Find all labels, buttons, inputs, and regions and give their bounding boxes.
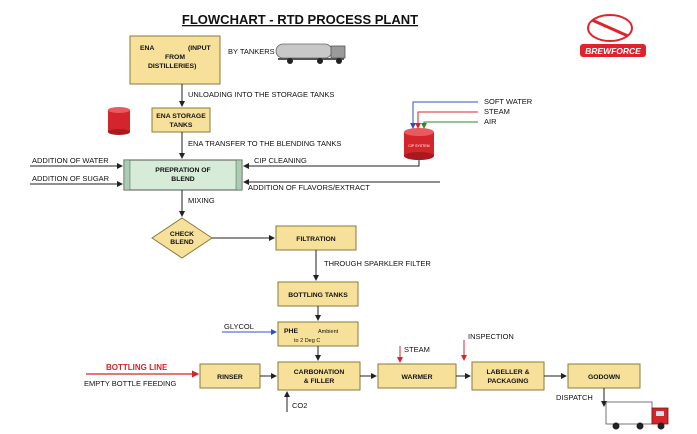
ena-storage-box (151, 107, 211, 133)
cip-cleaning-label: CIP CLEANING (254, 156, 307, 165)
phe-name: PHE (284, 328, 298, 335)
bottling-tanks-label: BOTTLING TANKS (288, 292, 348, 299)
logo-text: BREWFORCE (585, 46, 641, 56)
cip-tank-label: CIP SYSTEM (408, 144, 429, 148)
mixing-label: MIXING (188, 196, 215, 205)
blend-box (123, 159, 243, 191)
inspection-label: INSPECTION (468, 332, 514, 341)
air-label: AIR (484, 117, 497, 126)
labeller-box (471, 361, 545, 391)
warmer-box (377, 363, 457, 389)
co2-label: CO2 (292, 401, 307, 410)
check-blend-line1: CHECK (170, 231, 194, 238)
ena-transfer-label: ENA TRANSFER TO THE BLENDING TANKS (188, 139, 341, 148)
glycol-label: GLYCOL (224, 322, 254, 331)
steam-top-label: STEAM (484, 107, 510, 116)
addition-sugar-label: ADDITION OF SUGAR (32, 174, 110, 183)
ena-input-box (129, 35, 221, 85)
blend-line1: PREPRATION OF (155, 167, 210, 174)
ena-input-line1: ENA (140, 45, 154, 52)
phe-line2: to 2 Deg C (294, 338, 320, 344)
addition-water-label: ADDITION OF WATER (32, 156, 109, 165)
page-title: FLOWCHART - RTD PROCESS PLANT (182, 12, 418, 27)
logo-emblem-icon (587, 14, 633, 42)
storage-tank-icon (108, 107, 130, 135)
check-blend-line2: BLEND (170, 239, 194, 246)
rinser-label: RINSER (217, 374, 243, 381)
dispatch-label: DISPATCH (556, 393, 593, 402)
ena-input-line3: FROM (165, 54, 185, 61)
labeller-line1: LABELLER & (486, 369, 529, 376)
logo-badge (580, 44, 646, 57)
filtration-box (275, 225, 357, 251)
ena-storage-line1: ENA STORAGE (156, 113, 206, 120)
carbonation-line2: & FILLER (304, 378, 335, 385)
filtration-label: FILTRATION (296, 236, 335, 243)
phe-box (277, 321, 359, 347)
labeller-line2: PACKAGING (487, 378, 528, 385)
empty-bottle-label: EMPTY BOTTLE FEEDING (84, 379, 177, 388)
by-tankers-label: BY TANKERS (228, 47, 275, 56)
delivery-truck-icon (605, 401, 669, 430)
soft-water-label: SOFT WATER (484, 97, 533, 106)
bottling-line-label: BOTTLING LINE (106, 363, 168, 372)
ena-storage-line2: TANKS (170, 122, 193, 129)
godown-label: GODOWN (588, 374, 620, 381)
ena-input-line4: DISTILLERIES) (148, 63, 196, 70)
warmer-label: WARMER (402, 374, 433, 381)
tanker-truck-icon (275, 43, 346, 64)
phe-line1: Ambient (318, 329, 339, 335)
blend-line2: BLEND (171, 176, 195, 183)
sparkler-label: THROUGH SPARKLER FILTER (324, 259, 431, 268)
godown-box (567, 363, 641, 389)
brewforce-logo: BREWFORCE (580, 14, 646, 57)
check-blend-diamond (151, 217, 213, 259)
addition-flavors-label: ADDITION OF FLAVORS/EXTRACT (248, 183, 370, 192)
steam-warmer-label: STEAM (404, 345, 430, 354)
logo-bar-icon (591, 18, 629, 38)
cip-tank-icon (404, 128, 434, 160)
carbonation-box (277, 361, 361, 391)
ena-input-line2: (INPUT (188, 45, 212, 52)
carbonation-line1: CARBONATION (294, 369, 345, 376)
unloading-label: UNLOADING INTO THE STORAGE TANKS (188, 90, 334, 99)
